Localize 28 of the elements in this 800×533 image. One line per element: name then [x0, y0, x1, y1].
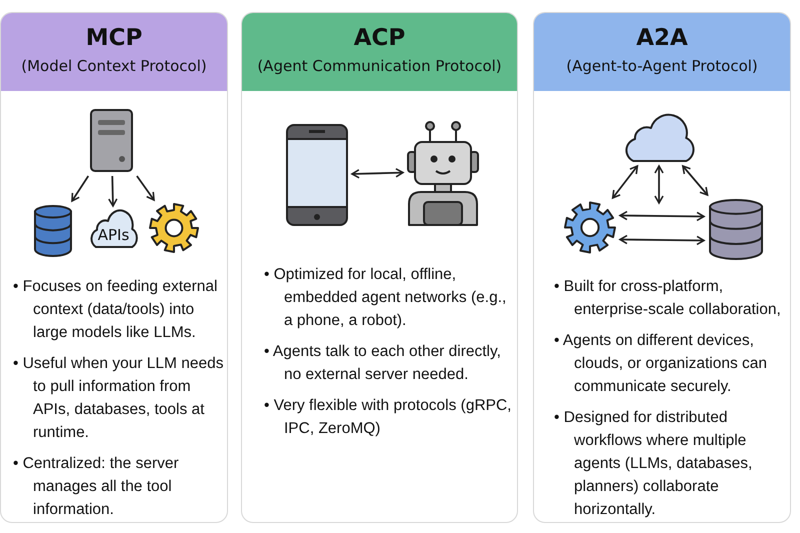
arrow	[71, 176, 90, 202]
arrow	[108, 176, 118, 207]
arrow	[136, 175, 155, 201]
panel-subtitle: (Agent-to-Agent Protocol)	[565, 57, 759, 75]
bullet-text: • Agents talk to each other directly, no external server needed.	[264, 342, 502, 385]
panel-title: A2A	[635, 25, 689, 51]
bullet-text: • Optimized for local, offline, embedded agent networks (e.g., a phone, a robot).	[264, 265, 508, 331]
bullet-text: • Useful when your LLM needs to pull information from APIs, databases, tools at runtime.	[13, 354, 224, 443]
bullet-text: • Centralized: the server manages all the tool information.	[13, 454, 180, 520]
bullet-text: • Agents on different devices, clouds, or organizations can communicate securely.	[554, 331, 768, 397]
arrow	[612, 165, 638, 199]
bullet-text: • Designed for distributed workflows where multiple agents (LLMs, databases, planners) collaborate horizontally.	[554, 408, 754, 520]
arrow	[351, 168, 404, 179]
arrow	[619, 210, 705, 222]
arrow	[654, 165, 664, 204]
bullet-text: • Very flexible with protocols (gRPC, IPC, ZeroMQ)	[264, 396, 512, 439]
panel-card	[0, 12, 228, 523]
panel-subtitle: (Model Context Protocol)	[20, 57, 208, 75]
arrow	[619, 234, 705, 246]
panel-subtitle: (Agent Communication Protocol)	[256, 57, 503, 75]
panel-card	[533, 12, 791, 523]
panel-title: ACP	[352, 25, 406, 51]
panel-card	[241, 12, 518, 523]
icon-label: APIs	[96, 226, 130, 244]
bullet-text: • Focuses on feeding external context (data/tools) into large models like LLMs.	[13, 277, 218, 343]
bullet-text: • Built for cross-platform, enterprise-scale collaboration,	[554, 277, 782, 320]
panel-title: MCP	[84, 25, 144, 51]
arrow	[682, 165, 708, 196]
